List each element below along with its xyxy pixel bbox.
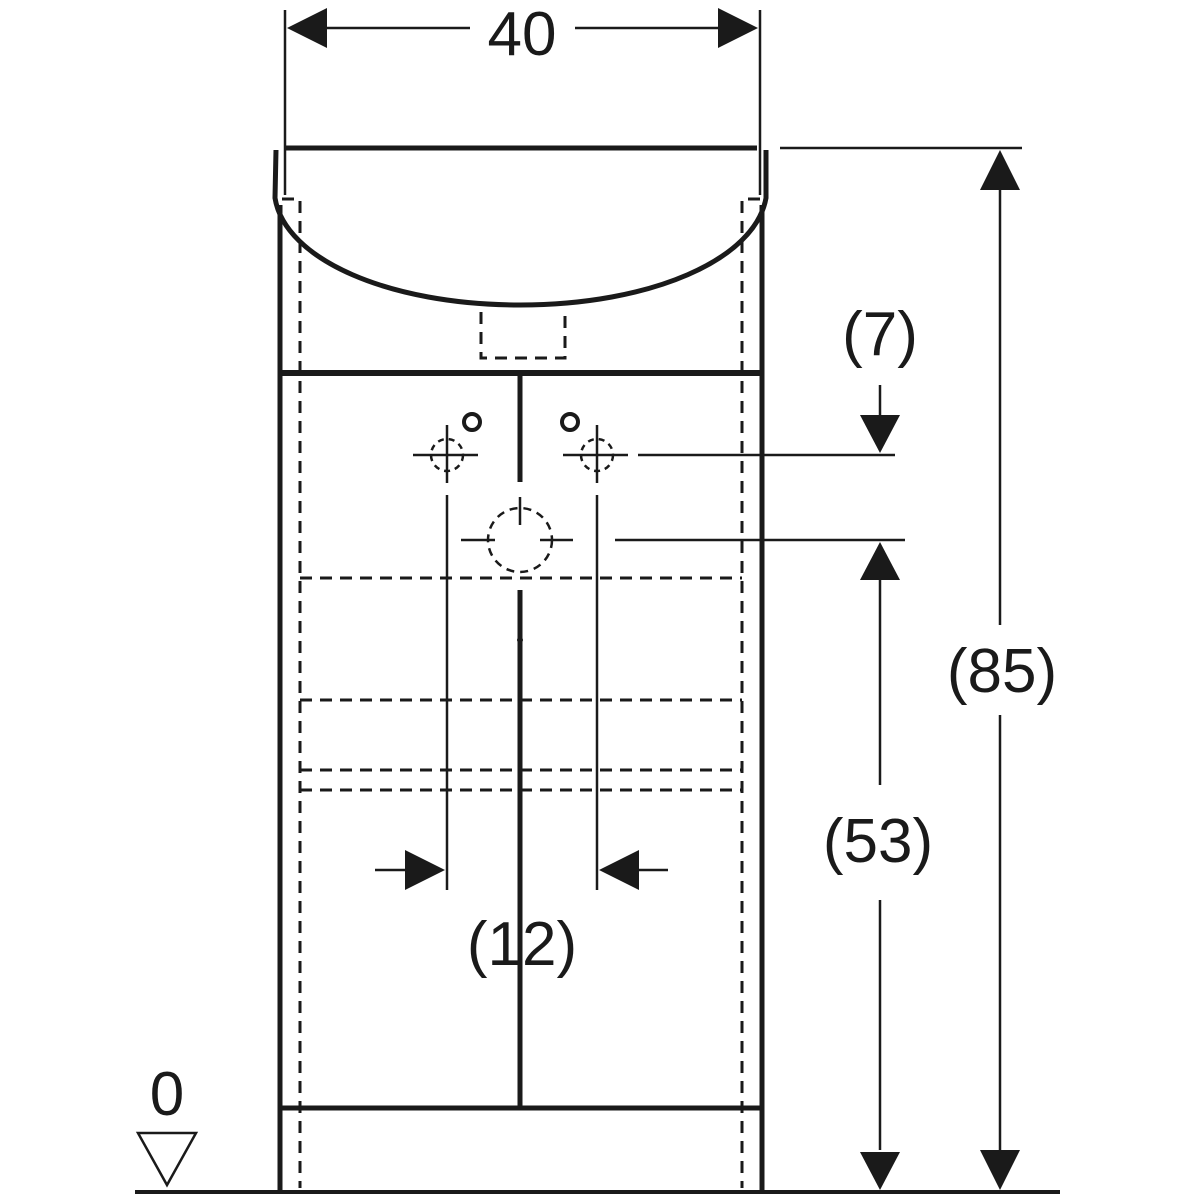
valve-left — [413, 412, 482, 890]
floor-level-label: 0 — [150, 1060, 184, 1129]
valve-spacing-label: (12) — [467, 910, 577, 979]
dimension-drain-height: (53) — [615, 538, 933, 1190]
cabinet-outline — [277, 205, 765, 1192]
floor-level-marker: 0 — [135, 1060, 1060, 1194]
valve-offset-label: (7) — [842, 300, 918, 369]
total-height-label: (85) — [947, 637, 1057, 706]
dimension-valve-spacing: (12) — [375, 850, 668, 979]
basin-outline — [272, 145, 769, 360]
drain-outlet — [461, 497, 573, 574]
valve-right — [560, 412, 628, 890]
width-label: 40 — [488, 0, 557, 69]
hidden-lines — [282, 197, 760, 1188]
dimension-valve-offset: (7) — [638, 300, 918, 457]
dimension-width: 40 — [283, 0, 762, 195]
dimension-total-height: (85) — [780, 146, 1057, 1190]
drain-height-label: (53) — [823, 807, 933, 876]
